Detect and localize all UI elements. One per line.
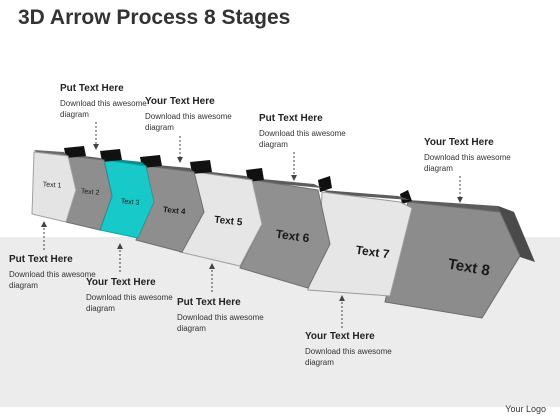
stage-arrow-3: Text 3	[99, 149, 155, 239]
callout-heading: Your Text Here	[424, 137, 494, 148]
stage-arrow-1: Text 1	[31, 150, 77, 223]
callout-6: Your Text Here Download this awesome dia…	[86, 276, 206, 314]
callout-heading: Your Text Here	[145, 96, 215, 107]
stage-arrow-6: Text 6	[239, 168, 331, 289]
callout-body: Download this awesome diagram	[86, 293, 173, 313]
callout-5: Put Text Here Download this awesome diag…	[9, 253, 129, 291]
callout-4: Your Text Here Download this awesome dia…	[424, 136, 544, 174]
callout-heading: Put Text Here	[177, 297, 241, 308]
callout-body: Download this awesome diagram	[259, 129, 346, 149]
stage-arrow-2: Text 2	[64, 146, 113, 231]
callout-body: Download this awesome diagram	[177, 313, 264, 333]
callout-heading: Put Text Here	[60, 83, 124, 94]
callout-body: Download this awesome diagram	[60, 99, 147, 119]
stage-label-5: Text 5	[214, 215, 244, 229]
logo-text: Your Logo	[505, 404, 546, 414]
callout-7: Put Text Here Download this awesome diag…	[177, 296, 297, 334]
callout-2: Your Text Here Download this awesome dia…	[145, 95, 265, 133]
stage-label-1: Text 1	[43, 181, 62, 189]
callout-3: Put Text Here Download this awesome diag…	[259, 112, 379, 150]
callout-heading: Your Text Here	[305, 331, 375, 342]
stage-label-2: Text 2	[81, 188, 100, 197]
callout-body: Download this awesome diagram	[145, 112, 232, 132]
callout-body: Download this awesome diagram	[9, 270, 96, 290]
callout-1: Put Text Here Download this awesome diag…	[60, 82, 180, 120]
callout-body: Download this awesome diagram	[424, 153, 511, 173]
stage-label-6: Text 6	[275, 227, 311, 246]
callout-heading: Your Text Here	[86, 277, 156, 288]
callout-heading: Put Text Here	[259, 113, 323, 124]
callout-connectors	[41, 122, 463, 328]
callout-heading: Put Text Here	[9, 254, 73, 265]
stage-arrow-7: Text 7	[307, 176, 413, 297]
stage-label-7: Text 7	[355, 243, 391, 262]
callout-8: Your Text Here Download this awesome dia…	[305, 330, 425, 368]
callout-body: Download this awesome diagram	[305, 347, 392, 367]
stage-label-3: Text 3	[121, 198, 140, 207]
stage-label-4: Text 4	[163, 205, 187, 216]
page-title: 3D Arrow Process 8 Stages	[18, 6, 291, 29]
stage-arrow-5: Text 5	[179, 160, 263, 267]
stage-arrow-8: Text 8	[384, 190, 535, 319]
